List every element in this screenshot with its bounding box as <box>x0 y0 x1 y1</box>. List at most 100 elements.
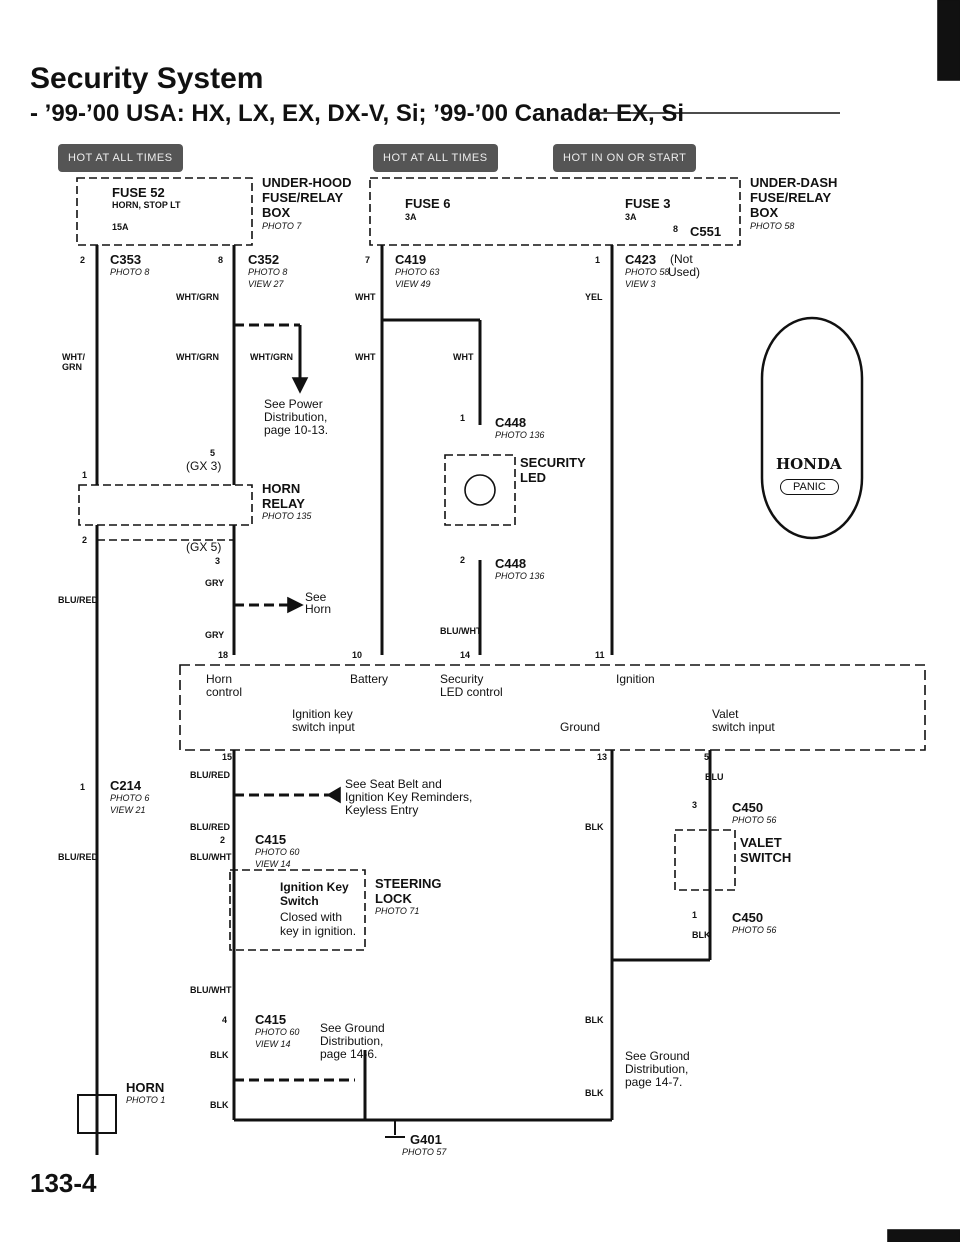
wire-label-blk-1: BLK <box>585 822 604 832</box>
horn-symbol <box>77 1094 117 1134</box>
see-horn-note: See <box>305 590 327 604</box>
c450a-label: C450 <box>732 800 764 815</box>
steering-lock-label: STEERING <box>375 876 442 891</box>
c352-label: C352 <box>248 252 280 267</box>
page-edge-mark <box>937 0 960 81</box>
c415b-label: C415 <box>255 1012 287 1027</box>
under-dash-label: UNDER-DASH <box>750 175 838 190</box>
seat-belt-arrow <box>326 786 341 804</box>
c448a-pin: 1 <box>460 413 466 423</box>
see-horn-note-2: Horn <box>305 602 332 616</box>
c448b-photo: PHOTO 136 <box>495 571 545 581</box>
c352-view: VIEW 27 <box>248 279 284 289</box>
wire-label-blk-2: BLK <box>692 930 711 940</box>
hot-in-on-or-start-label: HOT IN ON OR START <box>553 144 697 172</box>
wire-label-blured-lower: BLU/RED <box>190 770 230 780</box>
steering-lock-photo: PHOTO 71 <box>375 906 420 916</box>
pin-18: 18 <box>218 650 229 660</box>
wire-label-gry: GRY <box>205 578 225 588</box>
horn-relay-label: HORN <box>262 481 301 496</box>
c353-label: C353 <box>110 252 142 267</box>
security-led-label: SECURITY <box>520 455 586 470</box>
c415b-pin: 4 <box>222 1015 228 1025</box>
c450b-photo: PHOTO 56 <box>732 925 777 935</box>
hot-at-all-times-label-2: HOT AT ALL TIMES <box>373 144 498 172</box>
page-subtitle: - ’99-’00 USA: HX, LX, EX, DX-V, Si; ’99… <box>30 100 684 127</box>
under-dash-label-3: BOX <box>750 205 779 220</box>
fuse-3-label: FUSE 3 <box>625 196 671 211</box>
horn-label: HORN <box>126 1080 165 1095</box>
wire-label-blured-3: BLU/RED <box>190 822 230 832</box>
pin-5: 5 <box>704 752 710 762</box>
g401-photo: PHOTO 57 <box>402 1147 447 1157</box>
cu-ignition-key: Ignition key <box>292 707 353 721</box>
c448a-photo: PHOTO 136 <box>495 430 545 440</box>
fob-panic-button: PANIC <box>780 479 839 495</box>
horn-relay-box <box>78 484 253 526</box>
wire-label-bluwht: BLU/WHT <box>440 626 482 636</box>
c423-note: (Not <box>670 252 693 266</box>
under-hood-label-2: FUSE/RELAY <box>262 190 344 205</box>
page-number: 133-4 <box>30 1168 97 1198</box>
under-hood-box-outline <box>76 177 253 246</box>
c415a-view: VIEW 14 <box>255 859 291 869</box>
gx3-pin-1: 1 <box>82 470 88 480</box>
fuse-52-amp: 15A <box>112 222 129 232</box>
pin-13: 13 <box>597 752 608 762</box>
c419-label: C419 <box>395 252 427 267</box>
steering-lock-label-2: LOCK <box>375 891 412 906</box>
c352-photo: PHOTO 8 <box>248 267 288 277</box>
control-unit-box <box>179 664 926 751</box>
wire-label-whtgrn: WHT/GRN <box>176 292 219 302</box>
c423-label: C423 <box>625 252 657 267</box>
c450a-pin: 3 <box>692 800 698 810</box>
c352-pin: 8 <box>218 255 224 265</box>
c450a-photo: PHOTO 56 <box>732 815 777 825</box>
c423-view: VIEW 3 <box>625 279 656 289</box>
wire-label-bluwht-2: BLU/WHT <box>190 852 232 862</box>
c419-view: VIEW 49 <box>395 279 431 289</box>
valet-switch-label-2: SWITCH <box>740 850 792 865</box>
c423-note-2: Used) <box>668 265 701 279</box>
c353-pin: 2 <box>80 255 86 265</box>
cu-horn-control: Horn <box>206 672 233 686</box>
page-corner-mark <box>887 1229 960 1242</box>
c415a-label: C415 <box>255 832 287 847</box>
wire-label-blk-3: BLK <box>585 1015 604 1025</box>
fuse-52-desc: HORN, STOP LT <box>112 200 181 210</box>
pin-15: 15 <box>222 752 233 762</box>
c448b-label: C448 <box>495 556 527 571</box>
wire-label-blured-4: BLU/RED <box>58 852 98 862</box>
under-dash-label-2: FUSE/RELAY <box>750 190 832 205</box>
pin-11: 11 <box>595 650 605 660</box>
horn-relay-photo: PHOTO 135 <box>262 511 312 521</box>
power-arrow <box>291 377 309 394</box>
c415b-view: VIEW 14 <box>255 1039 291 1049</box>
cu-battery: Battery <box>350 672 389 686</box>
c419-pin: 7 <box>365 255 371 265</box>
valet-switch-box <box>674 829 736 891</box>
wire-label-wht-3: WHT <box>453 352 474 362</box>
wire-label-bluwht-3: BLU/WHT <box>190 985 232 995</box>
wire-label-blk-6: BLK <box>210 1100 229 1110</box>
gx3-label: (GX 3) <box>186 459 222 473</box>
cu-horn-control-2: control <box>206 685 243 699</box>
cu-ignition: Ignition <box>616 672 655 686</box>
cu-valet: Valet <box>712 707 739 721</box>
c423-photo: PHOTO 58 <box>625 267 670 277</box>
fuse-52-label: FUSE 52 <box>112 185 165 200</box>
wire-label-blk-4: BLK <box>210 1050 229 1060</box>
see-power-note: See Power Distribution, page 10-13. <box>264 397 329 437</box>
fuse-3-amp: 3A <box>625 212 637 222</box>
under-hood-photo: PHOTO 7 <box>262 221 302 231</box>
wire-label-blu: BLU <box>705 772 724 782</box>
c450b-label: C450 <box>732 910 764 925</box>
wire-label-wht-2: WHT <box>355 352 376 362</box>
wire-label-blk-5: BLK <box>585 1088 604 1098</box>
wire-label-wht-grn: WHT/ GRN <box>62 352 85 372</box>
security-led-symbol <box>464 474 496 506</box>
under-dash-photo: PHOTO 58 <box>750 221 795 231</box>
c415a-photo: PHOTO 60 <box>255 847 300 857</box>
fuse-6-label: FUSE 6 <box>405 196 451 211</box>
